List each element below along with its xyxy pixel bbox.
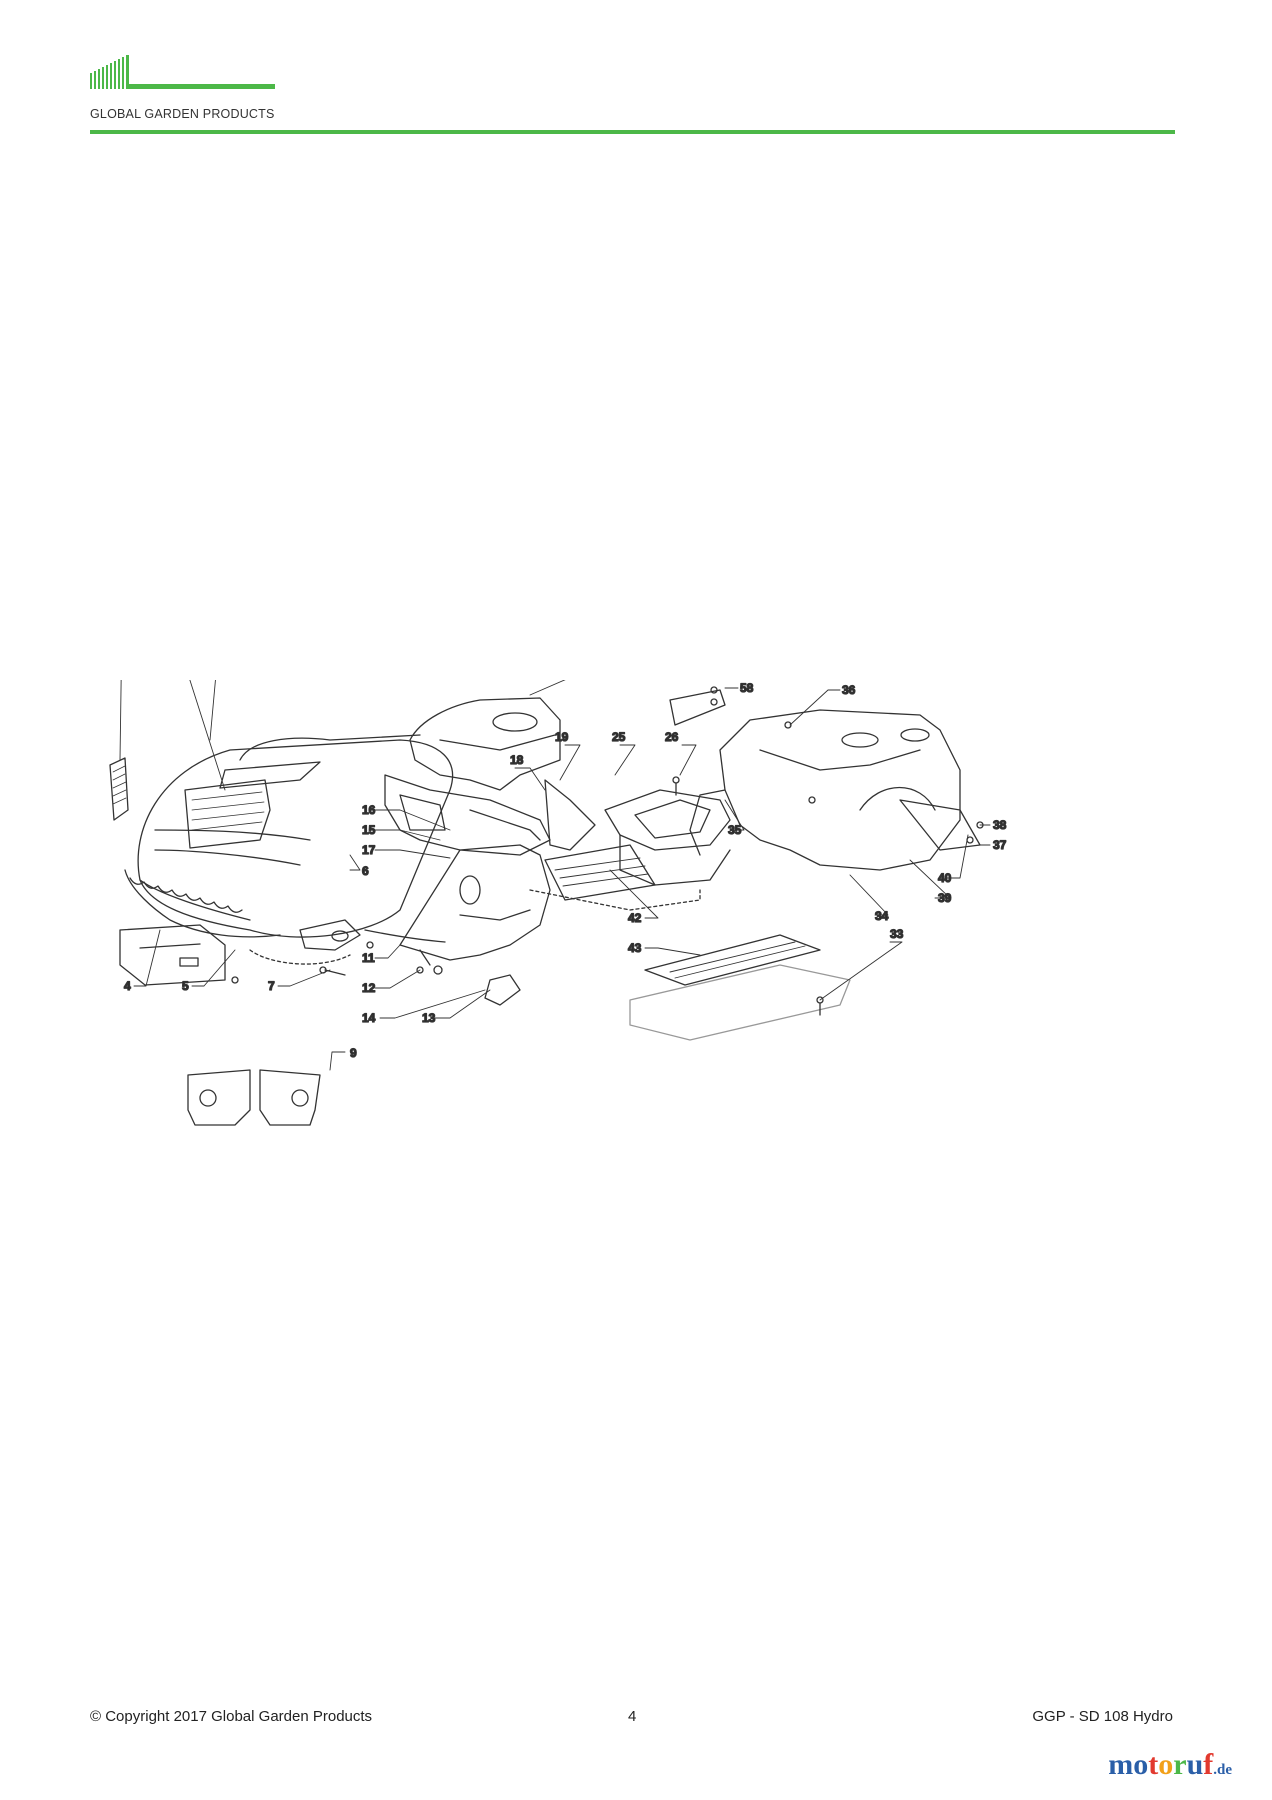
part-number-34: 34 xyxy=(875,909,889,923)
part-number-11: 11 xyxy=(362,951,375,965)
part-number-17: 17 xyxy=(362,843,376,857)
part-number-12: 12 xyxy=(362,981,376,995)
part-number-14: 14 xyxy=(362,1011,376,1025)
dash-panel-part xyxy=(384,774,596,856)
watermark-tld: .de xyxy=(1213,1762,1232,1778)
watermark-letter: r xyxy=(1173,1748,1187,1781)
part-number-6: 6 xyxy=(362,864,369,878)
part-number-36: 36 xyxy=(842,683,856,697)
part-number-35: 35 xyxy=(728,823,742,837)
part-number-37: 37 xyxy=(993,838,1007,852)
step-plate-part xyxy=(529,844,701,911)
watermark-logo: motoruf.de xyxy=(1108,1748,1232,1782)
footer-copyright: © Copyright 2017 Global Garden Products xyxy=(90,1708,373,1725)
part-number-9: 9 xyxy=(350,1046,357,1060)
part-number-39: 39 xyxy=(938,891,952,905)
part-number-19: 19 xyxy=(555,730,569,744)
footer-page-number: 4 xyxy=(628,1708,637,1725)
part-number-4: 4 xyxy=(124,979,131,993)
watermark-letter: f xyxy=(1203,1748,1214,1781)
part-number-26: 26 xyxy=(665,730,679,744)
column-shroud-part xyxy=(364,844,551,1006)
rear-body-part xyxy=(689,709,981,871)
part-number-labels: 1 2 3 4 5 6 7 9 11 12 13 14 15 16 17 18 … xyxy=(123,680,1007,1060)
rear-trim-part xyxy=(669,686,726,726)
hood-part xyxy=(109,734,454,938)
part-number-40: 40 xyxy=(938,871,952,885)
tank-cover-part xyxy=(409,697,561,791)
footer-model: GGP - SD 108 Hydro xyxy=(1032,1708,1173,1725)
part-number-15: 15 xyxy=(362,823,376,837)
part-number-42: 42 xyxy=(628,911,642,925)
part-number-18: 18 xyxy=(510,753,524,767)
foam-pads-part xyxy=(187,1069,321,1126)
watermark-letter: t xyxy=(1148,1748,1159,1781)
brand-logo xyxy=(90,55,290,125)
logo-bars-icon xyxy=(90,55,275,89)
part-number-38: 38 xyxy=(993,818,1007,832)
part-number-7: 7 xyxy=(268,979,275,993)
fasteners xyxy=(672,721,984,1016)
floor-mat-part xyxy=(629,934,851,1041)
part-number-13: 13 xyxy=(422,1011,436,1025)
bracket-part xyxy=(249,919,374,965)
watermark-letter: u xyxy=(1186,1748,1204,1781)
part-number-25: 25 xyxy=(612,730,626,744)
part-number-33: 33 xyxy=(890,927,904,941)
tool-tray-part xyxy=(604,789,731,886)
part-number-43: 43 xyxy=(628,941,642,955)
part-number-16: 16 xyxy=(362,803,376,817)
brand-name: GLOBAL GARDEN PRODUCTS xyxy=(90,107,275,121)
watermark-letter: m xyxy=(1108,1748,1134,1781)
watermark-letter: o xyxy=(1133,1748,1149,1781)
exploded-parts-diagram: 1 2 3 4 5 6 7 9 11 12 13 14 15 16 17 18 … xyxy=(109,680,1007,1126)
part-number-58: 58 xyxy=(740,681,754,695)
watermark-letter: o xyxy=(1158,1748,1174,1781)
part-number-5: 5 xyxy=(182,979,189,993)
header-rule xyxy=(90,130,1175,134)
